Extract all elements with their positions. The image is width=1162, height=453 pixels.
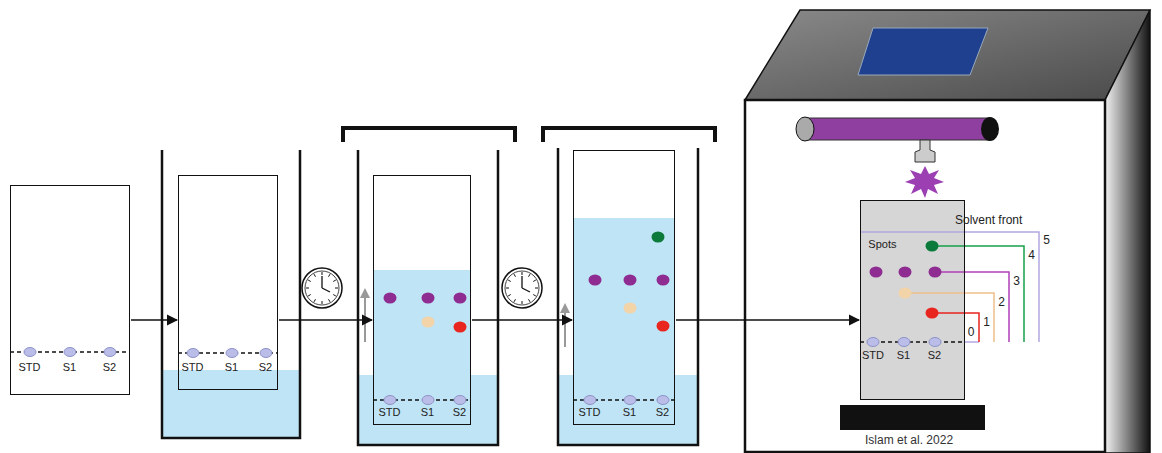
rf-number: 1 <box>983 316 990 330</box>
tlc-plate: STD S1 S2 <box>178 175 278 390</box>
sample-label: STD <box>862 349 884 362</box>
separated-spot <box>422 293 435 304</box>
step-arrow <box>676 319 859 321</box>
uv-cabinet <box>745 10 1150 453</box>
separated-spot <box>899 288 912 299</box>
step-arrow <box>472 319 572 321</box>
rf-bracket <box>860 232 1039 342</box>
sample-label: S1 <box>63 361 76 374</box>
sample-label: S2 <box>656 406 669 419</box>
separated-spot <box>926 308 939 319</box>
clock-icon <box>302 268 342 308</box>
origin-spot <box>226 349 238 358</box>
sample-label: S1 <box>623 406 636 419</box>
origin-spot <box>867 338 879 347</box>
rf-number: 3 <box>1013 275 1020 289</box>
sample-label: S1 <box>421 406 434 419</box>
sample-label: STD <box>578 406 600 419</box>
spots-label: Spots <box>868 238 896 251</box>
separated-spot <box>589 275 602 286</box>
origin-spot <box>104 348 116 357</box>
separated-spot <box>929 267 942 278</box>
beaker <box>343 128 515 445</box>
separated-spot <box>926 241 939 252</box>
separated-spot <box>657 321 670 332</box>
origin-spot <box>454 396 466 405</box>
separated-spot <box>422 317 435 328</box>
clock-icon <box>502 268 542 308</box>
rf-number: 5 <box>1043 234 1050 248</box>
origin-spot <box>384 396 396 405</box>
step-arrow <box>131 319 177 321</box>
solvent-front-label: Solvent front <box>955 214 1022 228</box>
source-credit: Islam et al. 2022 <box>865 434 953 448</box>
origin-spot <box>624 396 636 405</box>
origin-spot <box>24 348 36 357</box>
separated-spot <box>454 322 467 333</box>
sample-label: STD <box>378 406 400 419</box>
beaker <box>162 150 300 438</box>
sample-label: S2 <box>103 361 116 374</box>
origin-spot <box>584 396 596 405</box>
tlc-plate: STD S1 S2 <box>573 150 675 425</box>
tlc-plate: SpotsSTD S1 S2 <box>860 200 965 400</box>
sample-label: S2 <box>259 361 272 374</box>
sample-label: S1 <box>225 361 238 374</box>
origin-line <box>10 342 965 400</box>
sample-label: STD <box>181 361 203 374</box>
separated-spot <box>384 293 397 304</box>
separated-spot <box>624 275 637 286</box>
origin-spot <box>422 396 434 405</box>
origin-spot <box>898 338 910 347</box>
sample-label: S2 <box>928 349 941 362</box>
step-arrow <box>279 319 372 321</box>
rf-number: 4 <box>1028 249 1035 263</box>
tlc-plate: STD S1 S2 <box>373 175 471 425</box>
rf-number: 0 <box>968 326 975 340</box>
sample-label: S2 <box>453 406 466 419</box>
origin-spot <box>187 349 199 358</box>
separated-spot <box>899 267 912 278</box>
separated-spot <box>652 232 665 243</box>
separated-spot <box>624 303 637 314</box>
tlc-plate: STD S1 S2 <box>10 185 130 395</box>
separated-spot <box>870 267 883 278</box>
separated-spot <box>657 275 670 286</box>
sample-label: S1 <box>897 349 910 362</box>
timer-clock <box>302 268 542 308</box>
rf-number: 2 <box>998 296 1005 310</box>
beaker <box>543 128 715 445</box>
separated-spot <box>454 293 467 304</box>
sample-label: STD <box>18 361 40 374</box>
sample-spots <box>24 232 942 405</box>
origin-spot <box>657 396 669 405</box>
origin-spot <box>260 349 272 358</box>
origin-spot <box>929 338 941 347</box>
origin-spot <box>64 348 76 357</box>
